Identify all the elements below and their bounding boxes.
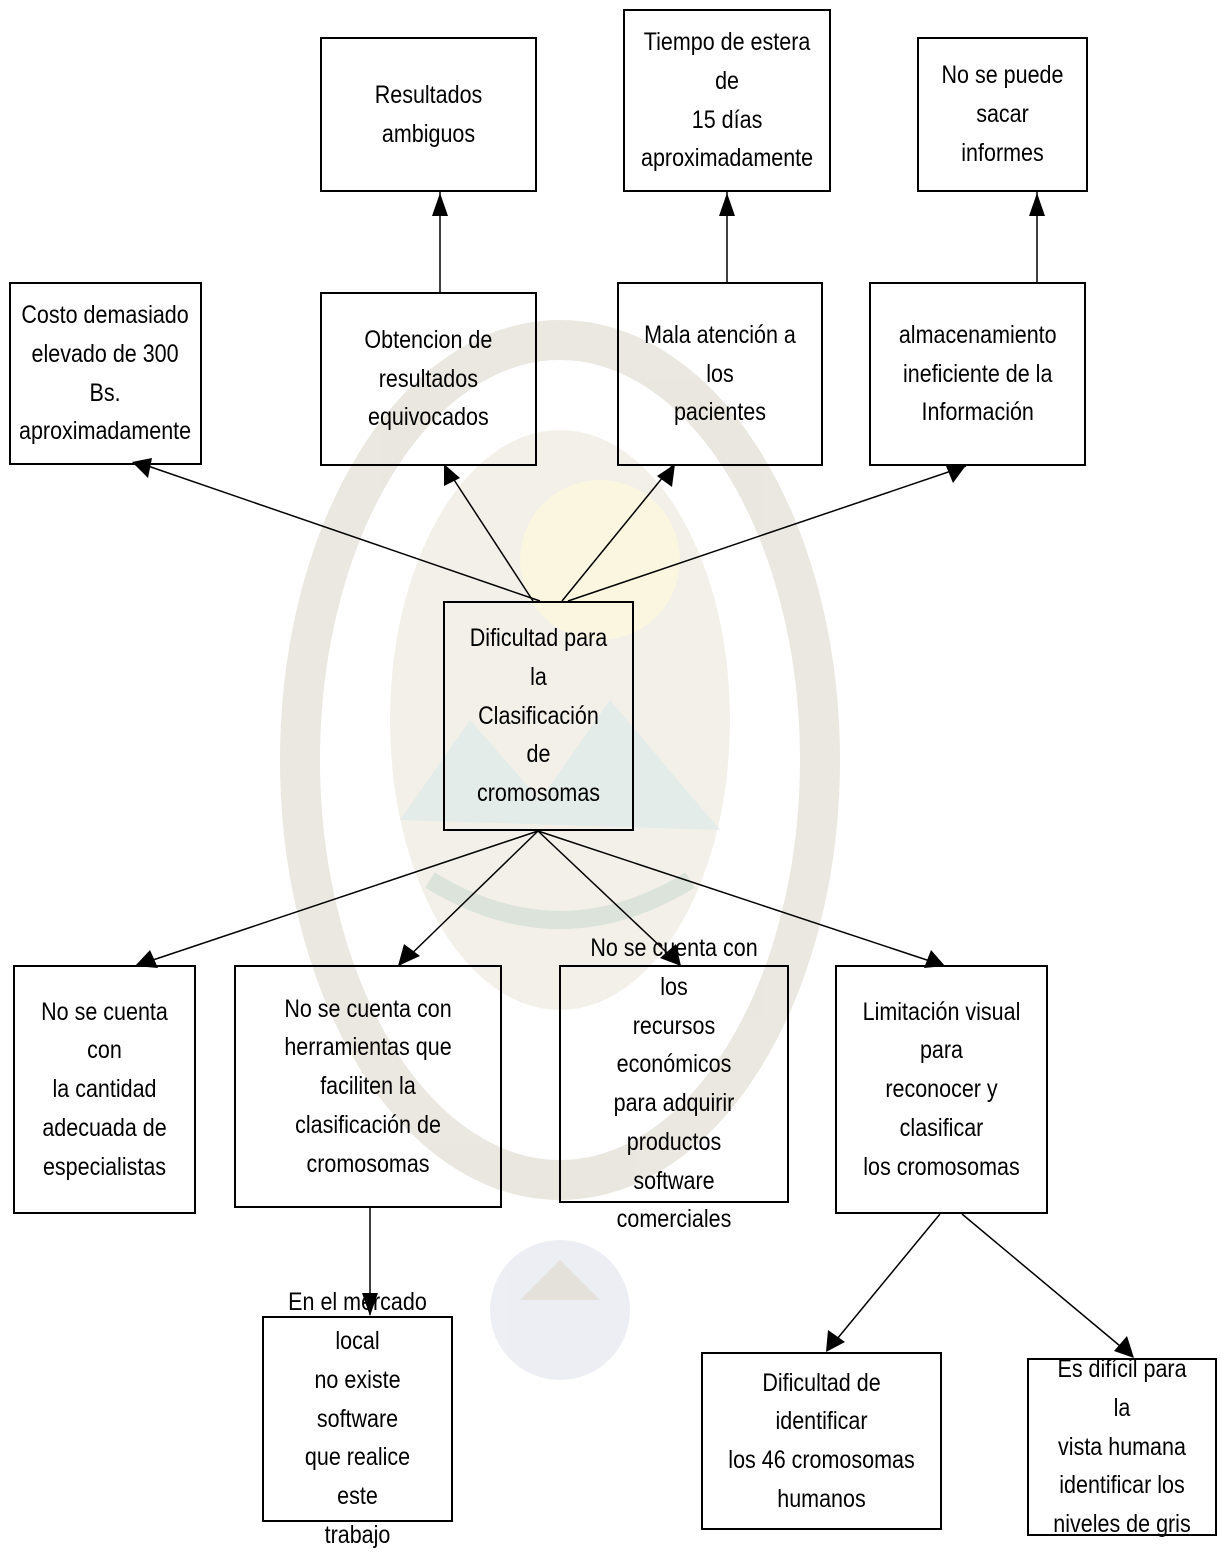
node-especialistas: No se cuenta con la cantidad adecuada de… bbox=[13, 965, 196, 1214]
node-gris: Es difícil para la vista humana identifi… bbox=[1027, 1355, 1217, 1538]
node-costo: Costo demasiado elevado de 300 Bs. aprox… bbox=[9, 282, 202, 465]
arrowhead-icon bbox=[398, 944, 420, 966]
node-label: Costo demasiado elevado de 300 Bs. aprox… bbox=[19, 301, 192, 446]
node-label: Dificultad para la Clasificación de crom… bbox=[469, 624, 608, 808]
edge-limitacion-to-gris bbox=[961, 1213, 1133, 1357]
node-recursos: No se cuenta con los recursos económicos… bbox=[559, 934, 789, 1233]
edge-limitacion-to-identificar46 bbox=[827, 1213, 941, 1351]
node-label: Resultados ambiguos bbox=[374, 80, 483, 148]
edge-central-to-limitacion bbox=[537, 830, 943, 966]
edge-central-to-obtencion bbox=[444, 465, 534, 602]
edge-central-to-mala-atencion bbox=[561, 465, 673, 602]
arrowhead-icon bbox=[135, 950, 158, 968]
node-obtencion: Obtencion de resultados equivocados bbox=[320, 292, 537, 466]
node-central-problem: Dificultad para la Clasificación de crom… bbox=[443, 601, 634, 831]
node-mercado: En el mercado local no existe software q… bbox=[262, 1288, 453, 1549]
arrowhead-icon bbox=[1029, 193, 1045, 216]
node-label: Obtencion de resultados equivocados bbox=[364, 325, 493, 432]
node-label: Limitación visual para reconocer y clasi… bbox=[862, 997, 1021, 1181]
arrowhead-icon bbox=[1114, 1336, 1134, 1358]
node-almacenamiento: almacenamiento ineficiente de la Informa… bbox=[869, 282, 1086, 466]
node-label: Dificultad de identificar los 46 cromoso… bbox=[728, 1368, 915, 1513]
node-identificar46: Dificultad de identificar los 46 cromoso… bbox=[701, 1352, 942, 1530]
node-label: Mala atención a los pacientes bbox=[644, 320, 796, 427]
edge-central-to-costo bbox=[144, 464, 541, 602]
node-label: almacenamiento ineficiente de la Informa… bbox=[898, 320, 1057, 427]
arrowhead-icon bbox=[657, 464, 675, 487]
node-label: No se puede sacar informes bbox=[941, 61, 1064, 167]
node-label: No se cuenta con los recursos económicos… bbox=[590, 934, 758, 1234]
node-label: Tiempo de estera de 15 días aproximadame… bbox=[640, 28, 814, 173]
arrowhead-icon bbox=[432, 193, 448, 216]
arrowhead-icon bbox=[826, 1330, 845, 1352]
edge-central-to-recursos bbox=[537, 830, 681, 966]
node-herramientas: No se cuenta con herramientas que facili… bbox=[234, 965, 502, 1208]
node-mala-atencion: Mala atención a los pacientes bbox=[617, 282, 823, 466]
node-no-informes: No se puede sacar informes bbox=[917, 37, 1088, 192]
node-resultados-ambiguos: Resultados ambiguos bbox=[320, 37, 537, 192]
edge-central-to-especialistas bbox=[137, 830, 539, 966]
arrowhead-icon bbox=[444, 464, 460, 486]
node-label: En el mercado local no existe software q… bbox=[288, 1288, 427, 1549]
node-tiempo-espera: Tiempo de estera de 15 días aproximadame… bbox=[623, 9, 831, 192]
node-limitacion: Limitación visual para reconocer y clasi… bbox=[835, 965, 1048, 1214]
node-label: Es difícil para la vista humana identifi… bbox=[1053, 1355, 1191, 1539]
edge-central-to-almacenamiento bbox=[567, 465, 967, 602]
arrowhead-icon bbox=[924, 950, 945, 968]
arrowhead-icon bbox=[719, 193, 735, 216]
arrowhead-icon bbox=[946, 464, 967, 483]
node-label: No se cuenta con herramientas que facili… bbox=[284, 994, 452, 1178]
arrowhead-icon bbox=[660, 944, 681, 966]
arrowhead-icon bbox=[362, 1293, 378, 1316]
node-label: No se cuenta con la cantidad adecuada de… bbox=[41, 997, 168, 1181]
edge-central-to-herramientas bbox=[399, 830, 539, 966]
